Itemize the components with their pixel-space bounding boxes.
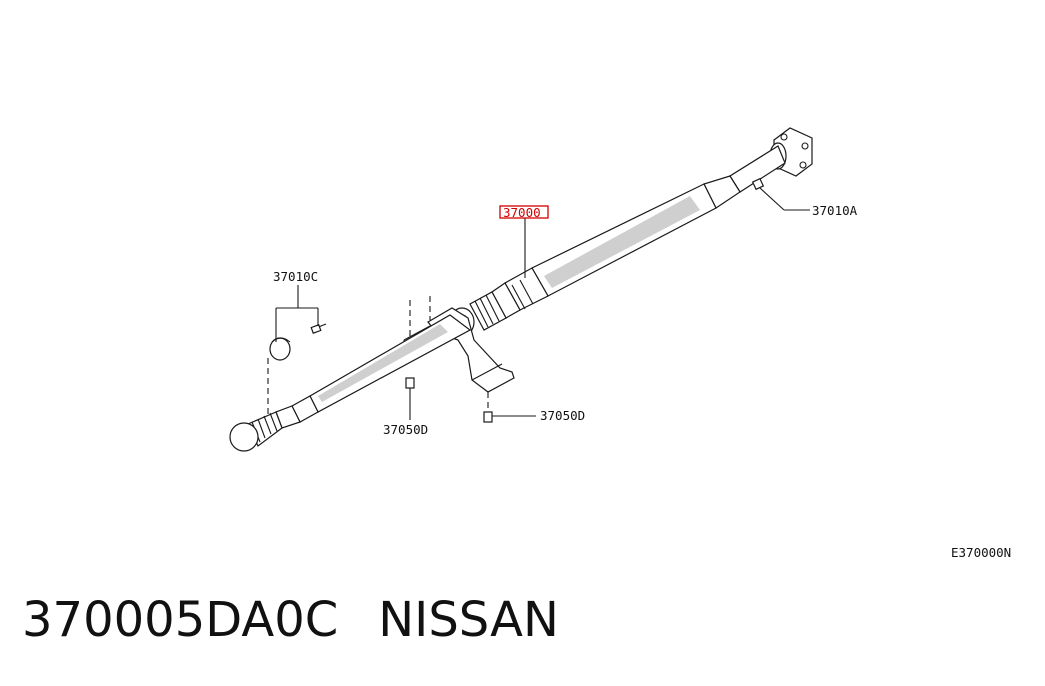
rear-tube: [275, 314, 472, 429]
rear-joint-boot: [229, 411, 283, 452]
main-part-highlight-box: [499, 205, 549, 219]
callout-front-joint: 37010A: [812, 203, 858, 218]
main-tube: [491, 183, 717, 319]
brand-name: NISSAN: [378, 592, 559, 648]
callout-bolt-left: 37050D: [383, 422, 428, 437]
front-joint-bolt: [751, 177, 810, 211]
callout-rear-joint: 37010C: [273, 269, 318, 284]
bolt-right: [483, 392, 536, 423]
rear-clamp: [267, 285, 327, 414]
bolt-left: [405, 296, 431, 420]
part-number: 370005DA0C: [22, 592, 339, 648]
callout-bolt-right: 37050D: [540, 408, 585, 423]
figure-code: E370000N: [951, 545, 1011, 560]
callout-main-part: 37000: [503, 205, 541, 220]
front-shaft-section: [703, 145, 786, 209]
